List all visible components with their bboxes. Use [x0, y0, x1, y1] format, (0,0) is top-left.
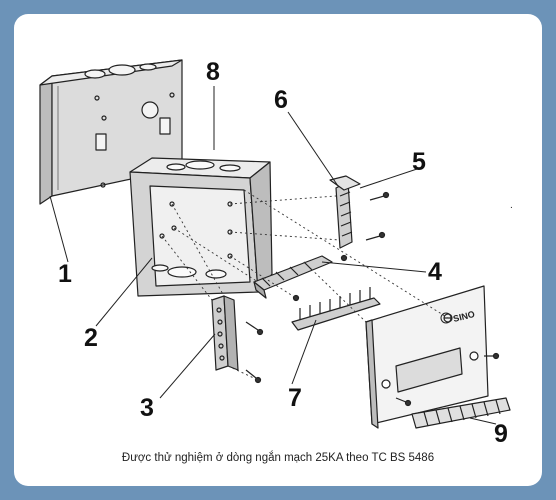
- callout-9: 9: [494, 420, 508, 448]
- busbar: [291, 287, 381, 331]
- callout-4: 4: [428, 258, 442, 286]
- leader-lines: [49, 86, 497, 425]
- mounting-box: [129, 157, 273, 297]
- blanking-strip: [411, 397, 511, 429]
- terminal-screws: [365, 191, 390, 241]
- neutral-terminal: [329, 175, 361, 249]
- earth-terminal: [211, 295, 264, 384]
- stray-dot: .: [510, 200, 513, 211]
- callout-8: 8: [206, 58, 220, 86]
- callout-1: 1: [58, 260, 72, 288]
- guide-lines: [161, 189, 449, 381]
- callout-2: 2: [84, 324, 98, 352]
- callout-6: 6: [274, 86, 288, 114]
- caption: Được thử nghiệm ở dòng ngắn mạch 25KA th…: [121, 452, 435, 464]
- callout-3: 3: [140, 394, 154, 422]
- callout-7: 7: [288, 384, 302, 412]
- callout-5: 5: [412, 148, 426, 176]
- front-cover: [365, 285, 500, 429]
- din-rail: [253, 254, 348, 302]
